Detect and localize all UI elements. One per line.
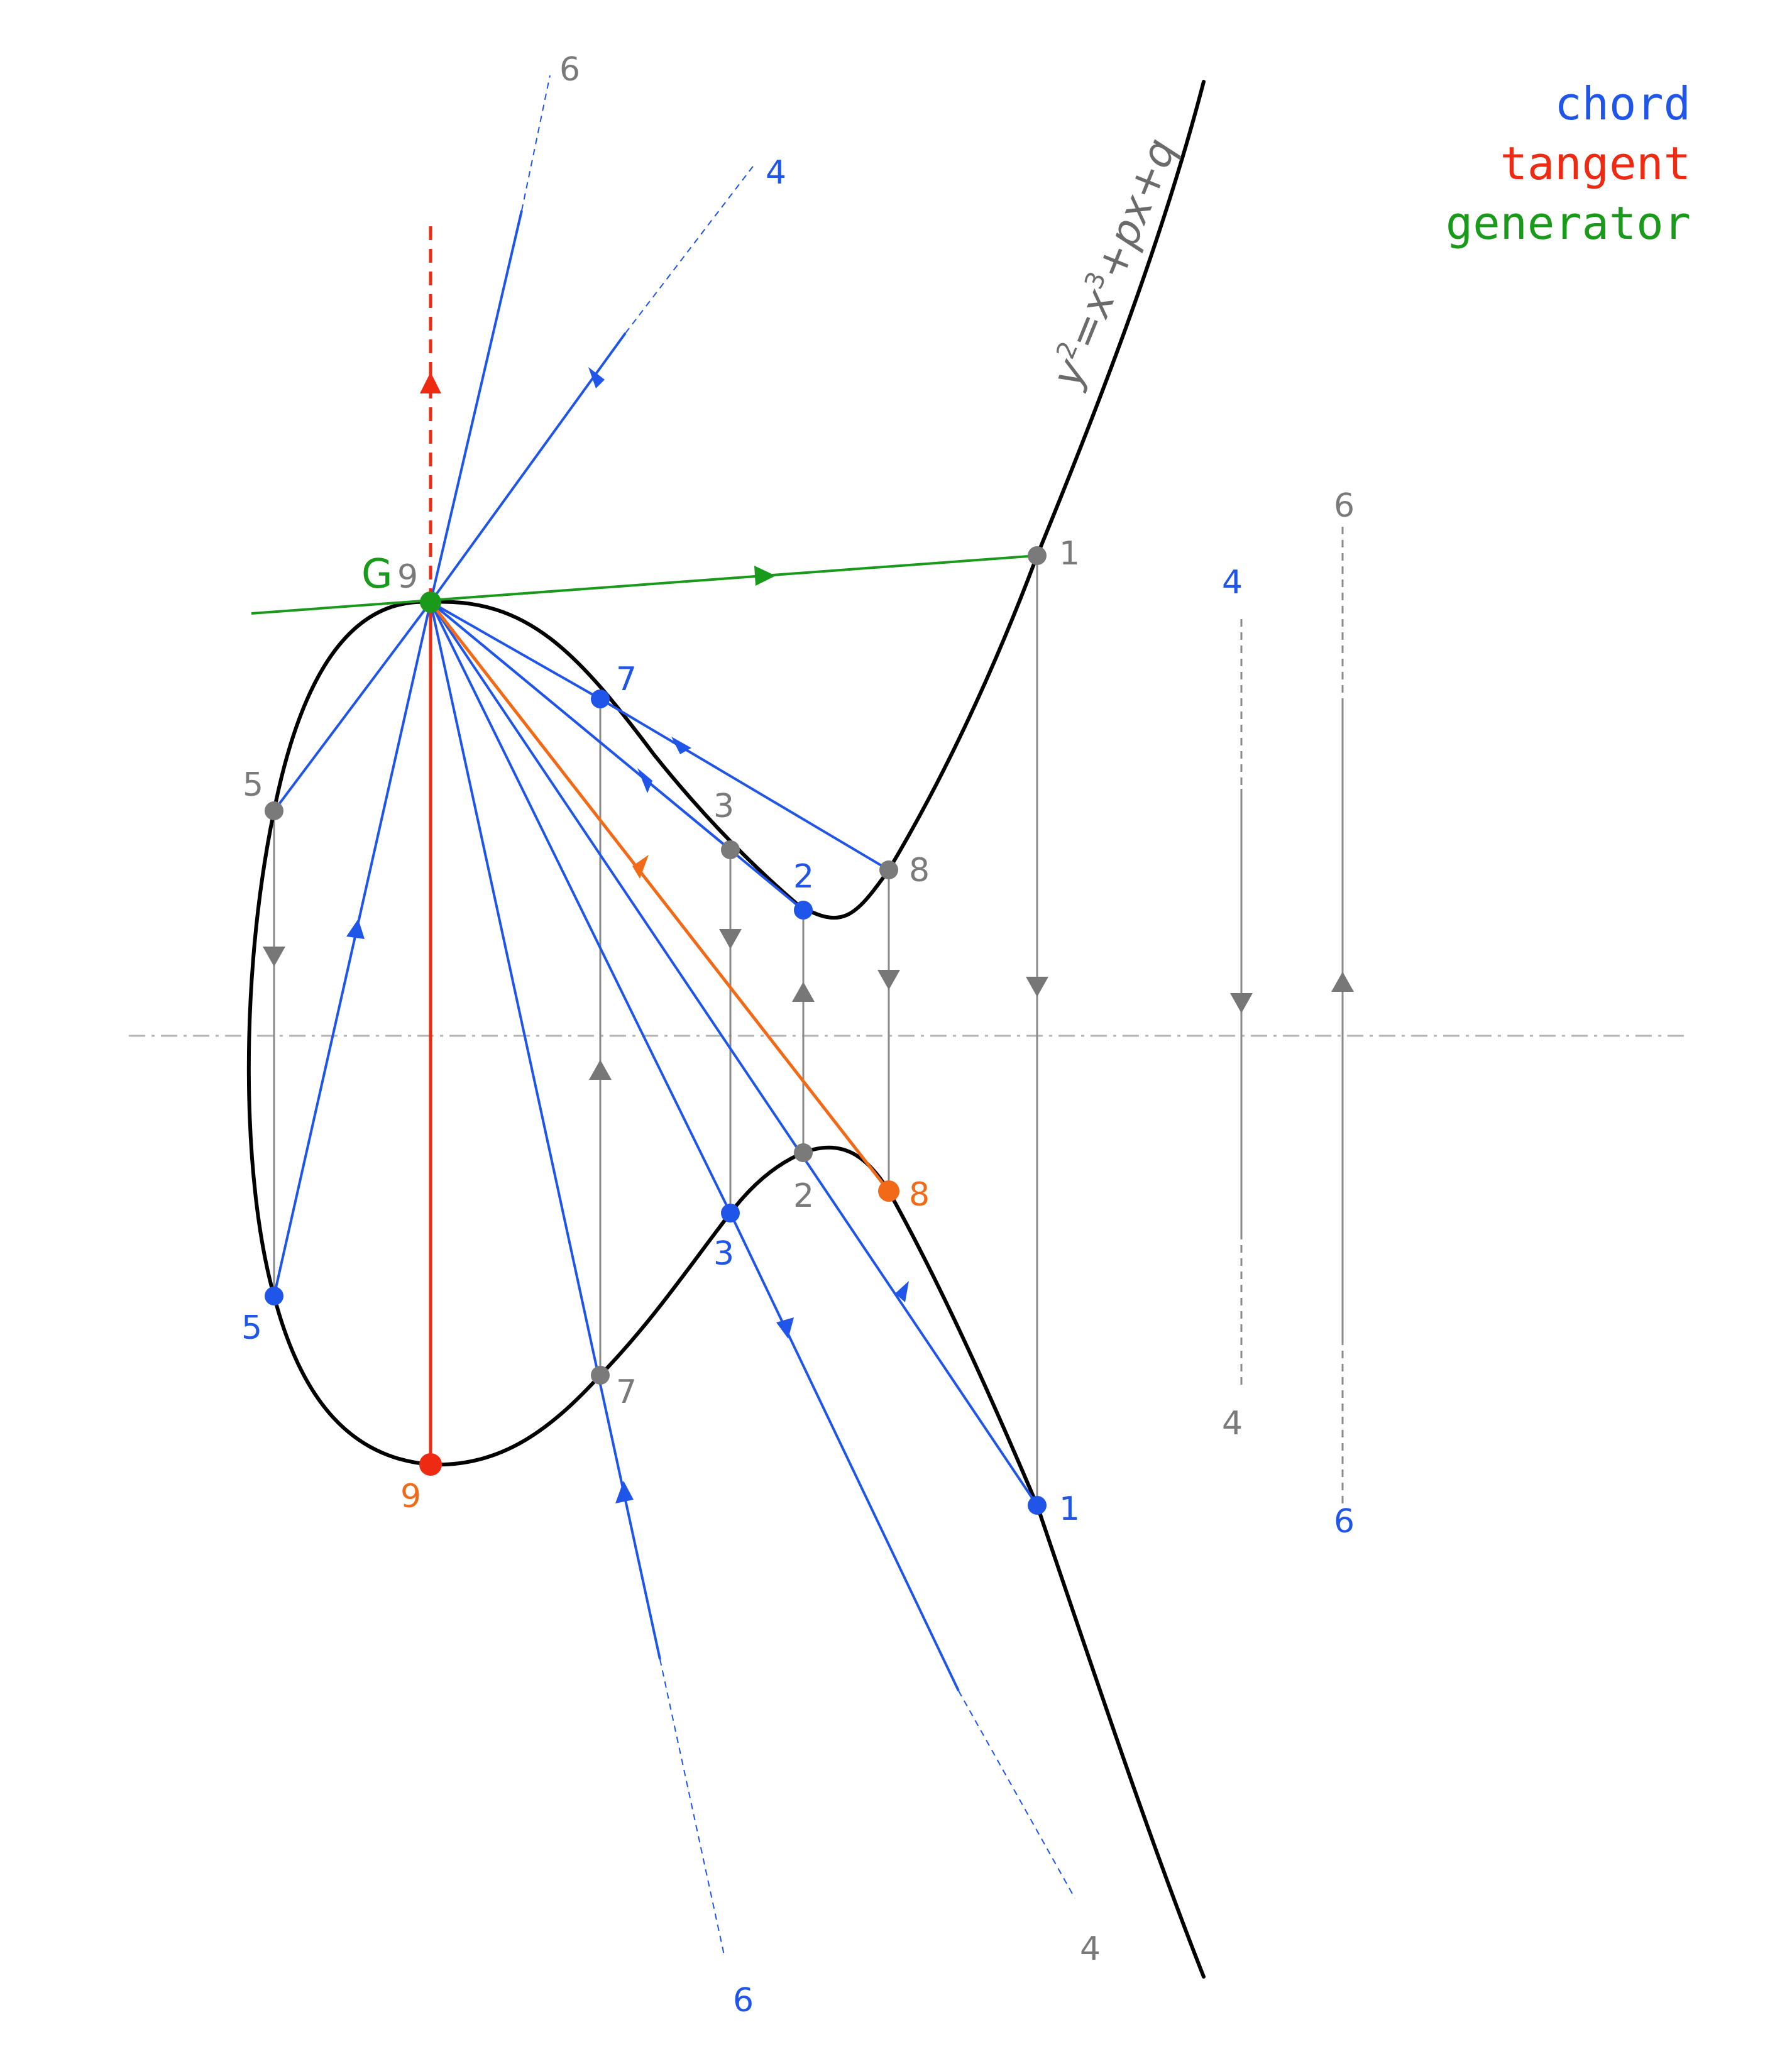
chord-G-3b — [429, 602, 732, 1214]
reflection-lines — [273, 527, 1344, 1505]
blue-points — [265, 689, 1047, 1515]
eq-rest: +px+q — [1086, 132, 1185, 286]
label-blue-3: 3 — [713, 1235, 734, 1273]
label-blue-5: 5 — [241, 1309, 262, 1347]
label-blue-6-right: 6 — [1334, 1503, 1355, 1541]
label-gray-1: 1 — [1059, 535, 1080, 573]
arrow-up-6 — [1331, 972, 1354, 992]
generator-line — [251, 554, 1038, 615]
chord-6-lower-dash — [659, 1659, 725, 1955]
label-blue-1: 1 — [1059, 1490, 1080, 1528]
curve-egg-left — [246, 600, 1206, 1979]
chord-4-upper-dash — [625, 164, 755, 334]
arrow-down-1 — [1026, 977, 1048, 997]
chord-G-5g — [273, 601, 432, 812]
point-gray-3 — [721, 840, 740, 859]
label-blue-7: 7 — [616, 661, 637, 698]
point-gray-5 — [265, 801, 283, 820]
point-gray-7 — [591, 1366, 610, 1385]
chord-6-upper-dash — [521, 75, 551, 211]
chord-arrow-right-7-8 — [671, 737, 691, 754]
point-blue-2 — [794, 901, 813, 920]
point-gray-1 — [1028, 546, 1047, 565]
point-generator-G — [420, 591, 441, 613]
chord-G-6-upper — [429, 210, 523, 603]
chord-arrow-upleft-3-7 — [637, 768, 652, 793]
chord-7-8 — [599, 698, 890, 871]
label-blue-4-right: 4 — [1222, 564, 1243, 602]
arrow-up-2 — [792, 982, 815, 1002]
arrow-up-7 — [589, 1060, 612, 1080]
chord-G-2 — [429, 601, 805, 911]
chord-G-7 — [430, 601, 601, 700]
chord-arrow-up-5 — [346, 919, 365, 939]
chord-G-6-lower — [429, 602, 661, 1660]
orange-arrow — [632, 855, 649, 879]
gray-points — [265, 546, 1047, 1385]
label-gray-7: 7 — [616, 1373, 637, 1411]
arrow-down-8 — [877, 970, 900, 990]
chord-arrow-up-6 — [615, 1481, 634, 1503]
tangent-arrow-up — [420, 372, 441, 393]
label-orange-9: 9 — [400, 1478, 421, 1515]
label-gray-3: 3 — [713, 788, 734, 825]
chord-arrow-down-3-4 — [776, 1317, 794, 1339]
point-gray-8 — [879, 860, 898, 879]
legend-tangent: tangent — [1500, 137, 1691, 190]
label-gray-6-top: 6 — [559, 51, 580, 89]
point-blue-1 — [1028, 1496, 1047, 1515]
point-blue-7 — [591, 689, 610, 708]
label-gray-8: 8 — [909, 852, 930, 889]
chord-lines — [273, 75, 1075, 1955]
label-blue-6-bottom: 6 — [733, 1982, 754, 2019]
chord-arrow-up-1 — [895, 1281, 909, 1302]
label-gray-6-right: 6 — [1334, 487, 1355, 525]
legend-chord: chord — [1554, 77, 1691, 130]
arrow-down-3 — [719, 929, 742, 949]
arrow-down-4 — [1230, 993, 1253, 1013]
curve-equation: y2=x3+px+q — [1042, 131, 1186, 394]
reflection-arrows — [263, 929, 1354, 1080]
elliptic-curve — [246, 80, 1206, 1979]
point-blue-5 — [265, 1287, 283, 1305]
point-blue-3 — [721, 1204, 740, 1222]
orange-line — [429, 601, 890, 1192]
legend-generator: generator — [1446, 197, 1691, 250]
curve-egg — [429, 80, 1206, 920]
label-gray-9: 9 — [397, 558, 418, 596]
chord-arrows — [346, 367, 909, 1503]
label-blue-2: 2 — [793, 858, 814, 896]
point-orange-8 — [878, 1180, 899, 1202]
arrow-down-5 — [263, 947, 285, 967]
label-gray-5: 5 — [243, 766, 263, 804]
label-gray-4-right: 4 — [1222, 1405, 1243, 1442]
point-red-9 — [419, 1453, 442, 1476]
label-orange-8: 8 — [909, 1176, 930, 1214]
label-gray-2: 2 — [793, 1177, 814, 1215]
chord-3-4-lower — [729, 1212, 960, 1691]
label-gray-4-bottom: 4 — [1080, 1930, 1101, 1968]
chord-G-1 — [429, 601, 1038, 1507]
legend: chord tangent generator — [1446, 77, 1691, 250]
label-blue-4-top: 4 — [766, 154, 786, 192]
chord-4-lower-dash — [958, 1690, 1075, 1899]
chord-arrow-down-4 — [588, 367, 605, 388]
point-gray-2 — [794, 1143, 813, 1162]
label-G: G — [361, 551, 393, 598]
chord-G-5b — [273, 602, 432, 1297]
generator-arrow — [754, 566, 776, 586]
